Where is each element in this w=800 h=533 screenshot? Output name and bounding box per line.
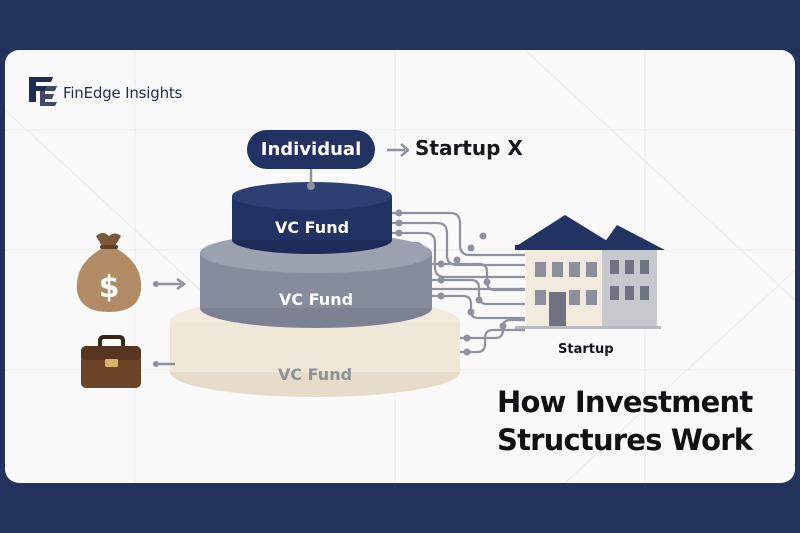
vc-fund-top-label: VC Fund [274, 218, 350, 237]
individual-label: Individual [260, 139, 362, 160]
svg-text:$: $ [99, 270, 120, 305]
diagram-canvas: $ [5, 50, 795, 483]
arrow-right-icon [153, 361, 175, 367]
arrow-right-icon [387, 143, 410, 157]
startup-label: Startup [558, 342, 614, 357]
vc-fund-tier-top [232, 182, 392, 254]
building-icon [515, 215, 665, 329]
title-line-2: Structures Work [497, 423, 753, 457]
title-line-1: How Investment [497, 385, 753, 419]
startup-x-label: Startup X [415, 136, 523, 160]
vc-fund-middle-label: VC Fund [278, 290, 354, 309]
brand: FinEdge Insights [63, 78, 182, 108]
infographic-card: $ [5, 50, 795, 483]
vc-fund-bottom-label: VC Fund [277, 365, 353, 384]
individual-connector [307, 168, 315, 190]
money-bag-icon: $ [76, 233, 142, 312]
page-title: How Investment Structures Work [497, 383, 787, 459]
individual-pill [247, 130, 375, 169]
brand-name: FinEdge Insights [63, 84, 183, 102]
arrow-right-icon [153, 277, 187, 291]
fe-logo-icon [29, 77, 57, 106]
briefcase-icon [81, 335, 141, 388]
